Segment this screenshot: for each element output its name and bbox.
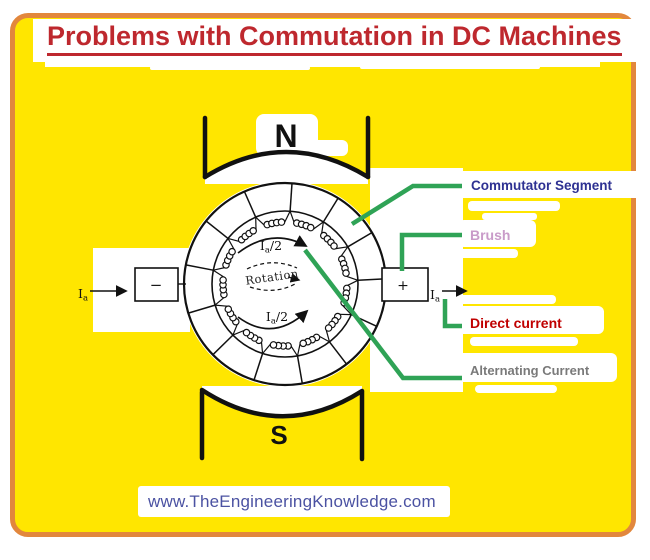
output-current-label: Ia — [430, 287, 440, 305]
rotation-dashed-arc-bottom — [249, 283, 296, 291]
website-url: www.TheEngineeringKnowledge.com — [148, 491, 436, 511]
callout-line-commutator-segment — [350, 183, 462, 226]
north-pole — [202, 115, 371, 180]
title-banner: Problems with Commutation in DC Machines — [33, 19, 648, 62]
rotation-arrow — [287, 273, 301, 283]
output-current-lead: Ia — [430, 285, 468, 305]
top-current-arrow — [237, 235, 308, 254]
page-title: Problems with Commutation in DC Machines — [33, 19, 648, 56]
commutator-segment-label: Commutator Segment — [471, 178, 613, 193]
bottom-half-current-label: Ia/2 — [266, 309, 288, 327]
north-pole-label: N — [274, 118, 297, 154]
commutator-inner-ring — [211, 210, 359, 358]
negative-terminal-sign: − — [150, 276, 163, 294]
brush-label: Brush — [470, 227, 511, 243]
input-current-lead: Ia — [78, 285, 128, 304]
armature-current-arrows — [237, 235, 309, 330]
alternating-current-label: Alternating Current — [470, 363, 590, 378]
south-pole — [199, 387, 365, 462]
website-strip: www.TheEngineeringKnowledge.com — [138, 486, 450, 517]
callout-line-direct-current — [442, 299, 462, 329]
commutator-segments-and-coils — [185, 183, 386, 384]
bottom-current-arrow — [237, 309, 309, 330]
callout-line-alternating-current — [303, 248, 462, 381]
direct-current-label: Direct current — [470, 315, 562, 331]
positive-brush: + — [381, 267, 429, 302]
callout-line-brush — [399, 232, 462, 271]
south-pole-label: S — [270, 420, 287, 450]
negative-brush: − — [134, 267, 186, 302]
input-current-label: Ia — [78, 286, 88, 304]
positive-terminal-sign: + — [397, 278, 409, 294]
top-half-current-label: Ia/2 — [260, 238, 282, 256]
